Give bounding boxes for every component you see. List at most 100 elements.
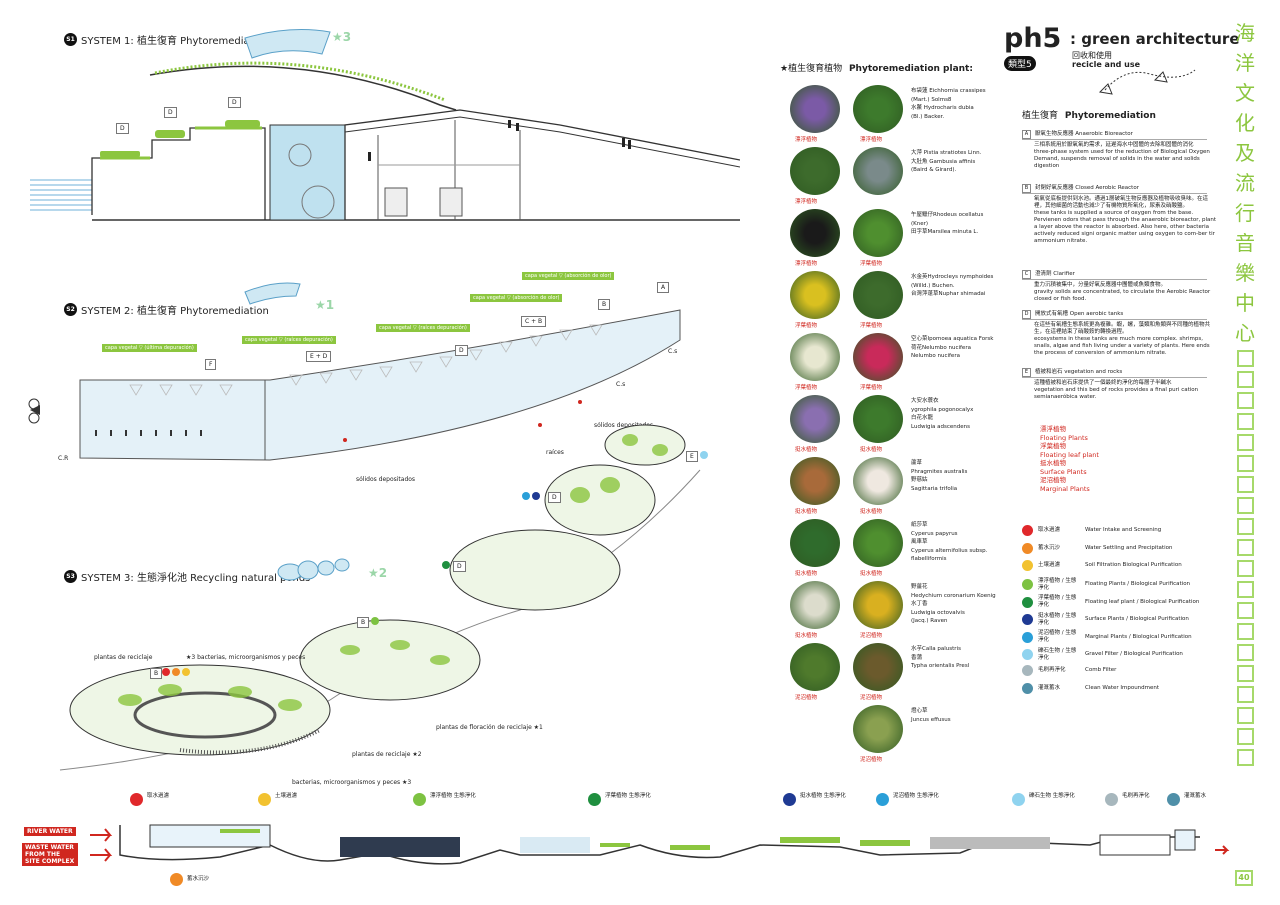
plant-names: 大萍 Pistia stratiotes Linn.大肚魚 Gambusia a… [911, 149, 981, 175]
side-title-char: 音 [1235, 231, 1255, 255]
red-dot [162, 668, 170, 676]
legend-zh: 礫石生物 / 生態淨化 [1038, 647, 1077, 661]
plant-name-line: Nelumbo nucifera [911, 353, 960, 359]
plant-name-line: Ludwigia adscendens [911, 423, 970, 430]
system1-marker: D [228, 97, 241, 108]
plant-photo [853, 705, 903, 753]
plant-name-line: (Jacq.) Raven [911, 618, 948, 624]
system3-recycle-label: plantas de reciclaje ★2 [352, 751, 422, 758]
legend-zh: 土壤過濾 [1038, 562, 1061, 568]
plant-photo [853, 519, 903, 567]
plant-name-line: Cyperus papyrus [911, 530, 958, 537]
bottom-label: 毛刷再淨化 [1122, 793, 1150, 799]
system3-dots-d [522, 492, 540, 500]
plant-caption: 挺水植物 [860, 509, 883, 515]
system2-marker: D [455, 345, 468, 356]
section-letter: D [1022, 310, 1031, 319]
system2-solids-label: sólidos depositados [356, 476, 416, 483]
section-zh: 這種植被和岩石床提供了一個最終的淨化的每層子半鹹水 [1034, 380, 1172, 386]
plant-name-line: 水丁香 [911, 601, 928, 607]
plant-photo [790, 457, 840, 505]
plant-name-line: 紙莎草 [911, 522, 928, 528]
system2-title-text: SYSTEM 2: 植生復育 Phytoremediation [81, 306, 269, 317]
side-title-char: 洋 [1235, 51, 1255, 75]
bottom-dot [1105, 793, 1118, 806]
plant-caption: 泥沼植物 [860, 695, 883, 701]
system1-title-text: SYSTEM 1: 植生復育 Phytoremediation [81, 36, 269, 47]
side-box [1236, 455, 1254, 472]
plant-name-line: Cyperus alternifolius subsp. [911, 547, 988, 554]
plant-photo [853, 643, 903, 691]
plant-name-line: (Mart.) Solms8 [911, 96, 952, 103]
plant-type-item: Floating Plants [1040, 433, 1088, 442]
legend-zh: 蓄水沉沙 [1038, 544, 1061, 551]
plant-name-line: (Bl.) Backer. [911, 113, 945, 120]
plant-type-item: 浮葉植物 [1040, 442, 1066, 450]
plant-photo [853, 457, 903, 505]
bottom-label: 灌溉蓄水 [1184, 793, 1207, 799]
system2-veg-label: capa vegetal ▽ (última depuración) [102, 344, 197, 352]
section-letter: A [1022, 130, 1031, 139]
side-title: 海洋文化及流行音樂中心 [1233, 20, 1257, 766]
bottom-label: 漂浮植物 生態淨化 [430, 793, 476, 799]
section-en: three-phase system used for the reductio… [1034, 149, 1210, 169]
section-head-text: 澄清劑 Clarifier [1035, 271, 1075, 277]
plant-caption: 漂浮植物 [795, 137, 818, 143]
system1-badge: S1 [64, 33, 77, 46]
plant-name-line: 風車草 [911, 539, 928, 545]
plant-name-line: Juncus effusus [911, 716, 951, 723]
plant-names: 紙莎草 Cyperus papyrus 風車草 Cyperus alternifoli… [911, 521, 987, 564]
legend-dot [1022, 596, 1033, 608]
legend-en: Soil Filtration Biological Purification [1085, 562, 1182, 568]
system3-badge: S3 [64, 570, 77, 583]
plant-photo [853, 209, 903, 257]
plant-caption: 浮葉植物 [860, 261, 883, 267]
side-box [1236, 665, 1254, 682]
green-dot [371, 617, 379, 625]
side-title-char: 心 [1235, 321, 1255, 345]
system2-veg-label: capa vegetal ▽ (absorción de olor) [470, 294, 563, 302]
bottom-label: 挺水植物 生態淨化 [800, 793, 846, 799]
bottom-label: 土壤過濾 [275, 793, 298, 799]
plant-name-line: 白花水龍 [911, 415, 934, 421]
section-en: gravity solids are concentrated, to circ… [1034, 289, 1211, 302]
bottom-dot [588, 793, 601, 806]
plant-name-line: Hedychium coronarium Koenig [911, 592, 996, 599]
side-title-char: 中 [1235, 291, 1255, 315]
river-water-tag: RIVER WATER [24, 827, 76, 836]
system2-marker: F [205, 359, 217, 370]
system2-section-drawing [28, 282, 681, 461]
section-zh: 氧氣從底板提供到水池。通過1層破氧生物反應器及植物吸收臭味。在這裡，其他細菌的活… [1034, 196, 1209, 209]
recycle-icon [1098, 69, 1196, 95]
legend-dot [1022, 665, 1033, 676]
side-title-char: 及 [1235, 141, 1255, 165]
plant-name-line: flabelliformis [911, 556, 947, 562]
plant-photo [853, 395, 903, 443]
plant-caption: 挺水植物 [860, 571, 883, 577]
plant-type-item: 泥沼植物 [1040, 476, 1066, 484]
legend-zh: 泥沼植物 / 生態淨化 [1038, 630, 1077, 643]
section-en: these tanks is supplied a source of oxyg… [1034, 210, 1217, 244]
system1-title: S1 SYSTEM 1: 植生復育 Phytoremediation [64, 32, 269, 47]
settle-label: 蓄水沉沙 [187, 876, 210, 882]
plant-photo [790, 643, 840, 691]
plant-type-item: Surface Plants [1040, 467, 1087, 476]
system3-marker: D [453, 561, 466, 572]
dark-green-dot [442, 561, 450, 569]
bottom-dot [876, 793, 889, 806]
plant-name-line: 野薑花 [911, 584, 928, 590]
system2-cr-label: C.R [58, 455, 69, 462]
system2-veg-label: capa vegetal ▽ (raíces depuración) [242, 336, 336, 344]
legend-dot [1022, 525, 1033, 536]
